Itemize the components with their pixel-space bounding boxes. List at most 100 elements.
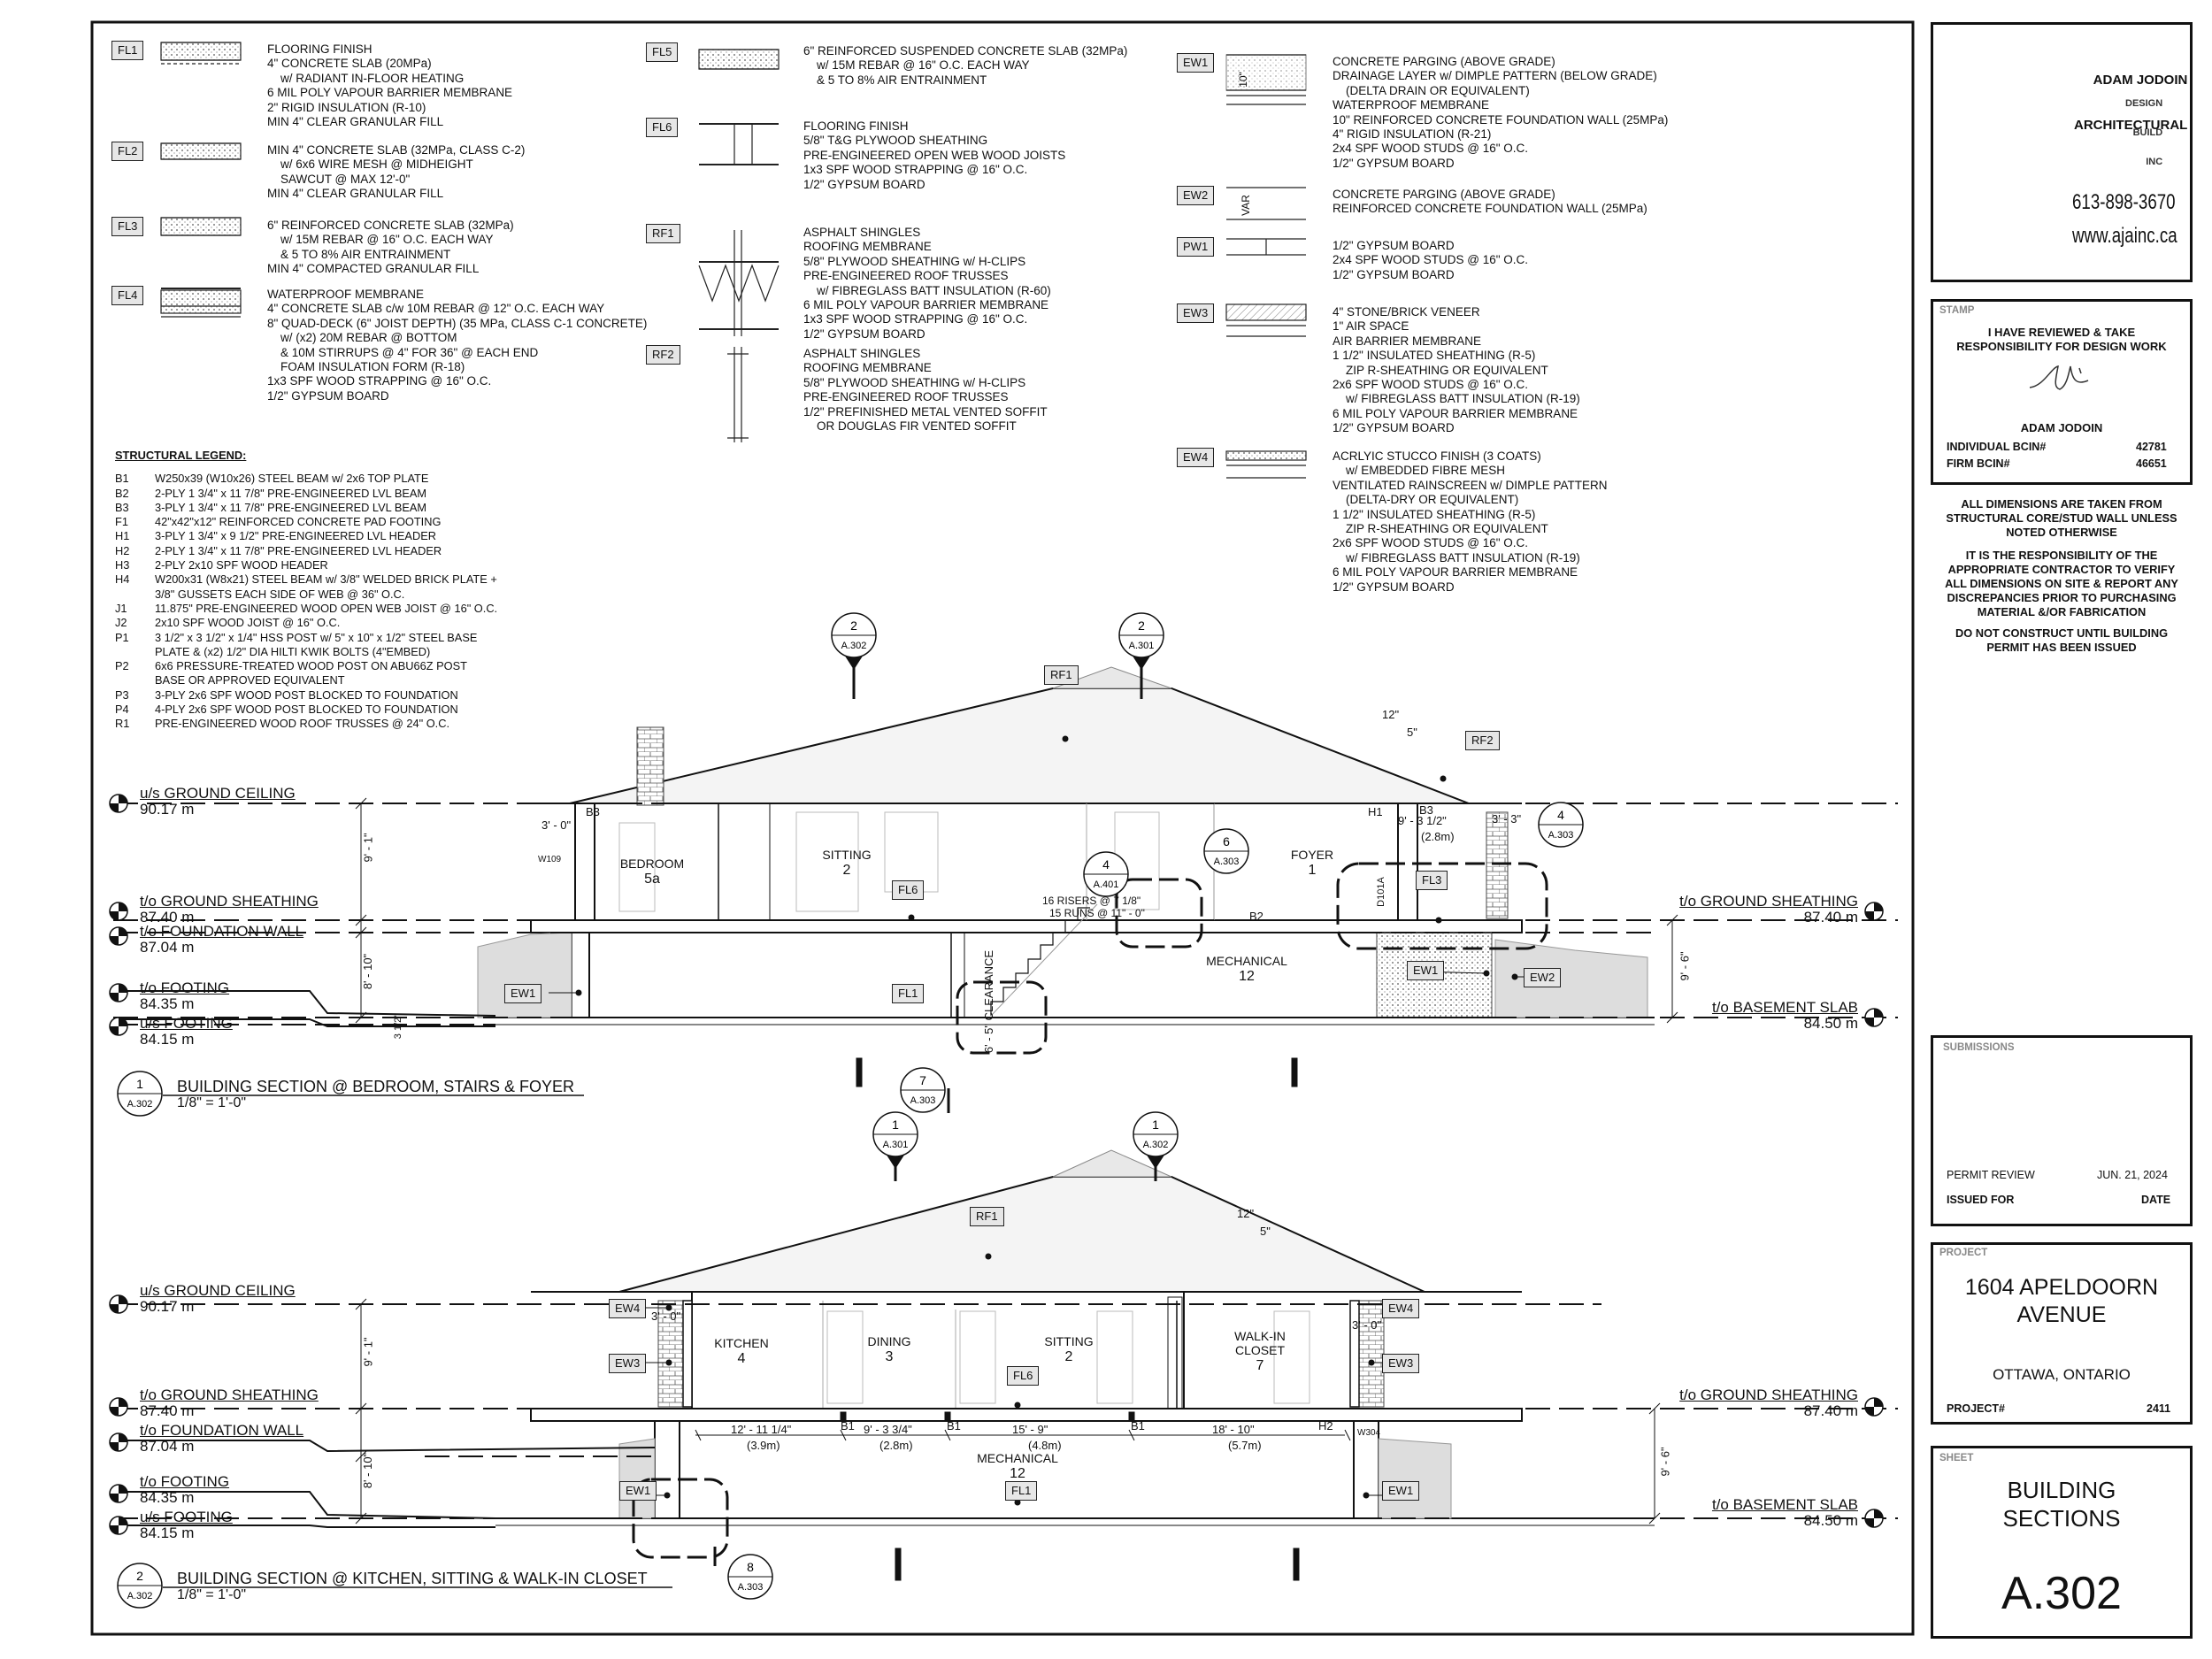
tag-fl3[interactable]: FL3 — [1416, 871, 1448, 890]
assembly-line: MIN 4" CLEAR GRANULAR FILL — [267, 115, 444, 129]
assembly-line: 2x6 SPF WOOD STUDS @ 16" O.C. — [1333, 378, 1529, 392]
callout-sheet: A.303 — [738, 1582, 764, 1593]
drawing-border — [90, 20, 1915, 1636]
assembly-tag-ew4[interactable]: EW4 — [1177, 448, 1215, 467]
level-target-fill — [110, 795, 127, 812]
assembly-tag-fl1[interactable]: FL1 — [111, 41, 144, 60]
room-number: 4 — [737, 1351, 746, 1366]
dim-lower-1: 8' - 10" — [361, 953, 375, 990]
assembly-line: (DELTA-DRY OR EQUIVALENT) — [1333, 493, 1519, 507]
project-number-label: PROJECT# — [1947, 1402, 2005, 1415]
stamp-name: ADAM JODOIN — [2020, 421, 2103, 434]
tag-fl1-2[interactable]: FL1 — [1005, 1481, 1038, 1501]
general-note-2: IT IS THE RESPONSIBILITY OF THE APPROPRI… — [1945, 549, 2178, 618]
level-target-fill — [110, 1517, 127, 1534]
assembly-note-fl5: 6" REINFORCED SUSPENDED CONCRETE SLAB (3… — [803, 44, 1127, 88]
tag-rf1[interactable]: RF1 — [1044, 665, 1079, 685]
level-value-2-footing_bottom: 84.15 m — [140, 1525, 195, 1541]
tag-ew4-right[interactable]: EW4 — [1382, 1299, 1420, 1318]
dim-right-offset-2: 3' - 0" — [1352, 1318, 1382, 1332]
dim-right-offset-1: 3' - 3" — [1492, 812, 1522, 826]
dim-clearance: 6' - 5" CLEARANCE — [982, 949, 996, 1054]
firm-website: www.ajainc.ca — [2072, 224, 2177, 248]
legend-code: H1 — [115, 529, 130, 543]
tag-ew1-b[interactable]: EW1 — [1407, 961, 1445, 980]
tag-ew1-right[interactable]: EW1 — [1382, 1481, 1420, 1501]
tag-fl1[interactable]: FL1 — [892, 984, 925, 1003]
callout-number: 6 — [1223, 834, 1230, 849]
tag-fl6-2[interactable]: FL6 — [1007, 1366, 1040, 1386]
issued-for-label: ISSUED FOR — [1947, 1194, 2015, 1206]
legend-code: H4 — [115, 572, 130, 587]
callout-number: 4 — [1102, 857, 1110, 872]
tag-ew3-left[interactable]: EW3 — [609, 1354, 647, 1373]
level-label-2-footing_bottom: u/s FOOTING — [140, 1509, 233, 1525]
assembly-line: 1/2" GYPSUM BOARD — [1333, 421, 1455, 435]
section-callout-1-a302[interactable]: 1A.302 — [1133, 1111, 1179, 1169]
tag-fl6[interactable]: FL6 — [892, 880, 925, 900]
room-name: KITCHEN — [714, 1336, 769, 1350]
span-dim-ft: 15' - 9" — [1012, 1423, 1048, 1436]
assembly-tag-fl3[interactable]: FL3 — [111, 217, 144, 236]
assembly-line: 5/8" PLYWOOD SHEATHING w/ H-CLIPS — [803, 254, 1026, 268]
assembly-tag-fl2[interactable]: FL2 — [111, 142, 144, 161]
tag-rf1-2[interactable]: RF1 — [970, 1207, 1004, 1226]
dim-left-offset-2: 3' - 0" — [651, 1310, 681, 1323]
legend-code: J2 — [115, 616, 127, 630]
detail-callout-7-a303[interactable]: 7A.303 — [900, 1067, 946, 1113]
assembly-line: 1 1/2" INSULATED SHEATHING (R-5) — [1333, 507, 1536, 521]
assembly-line: w/ FIBREGLASS BATT INSULATION (R-19) — [1333, 550, 1580, 565]
general-note-1: ALL DIMENSIONS ARE TAKEN FROM STRUCTURAL… — [1946, 497, 2177, 539]
section-callout-1-a301[interactable]: 1A.301 — [872, 1111, 918, 1169]
assembly-tag-rf2[interactable]: RF2 — [646, 345, 680, 365]
assembly-line: 10" REINFORCED CONCRETE FOUNDATION WALL … — [1333, 112, 1669, 127]
assembly-line: 2x4 SPF WOOD STUDS @ 16" O.C. — [1333, 253, 1529, 267]
section-title-bubble-1[interactable]: 1A.302 — [117, 1071, 163, 1117]
firm-subtitle-line-1: DESIGN — [2125, 98, 2163, 109]
tag-rf2[interactable]: RF2 — [1465, 731, 1500, 750]
section-1-roof — [569, 687, 1470, 804]
level-label-basement-slab: t/o BASEMENT SLAB — [1711, 999, 1858, 1016]
assembly-line: MIN 4" CLEAR GRANULAR FILL — [267, 187, 444, 201]
section-title-bubble-2[interactable]: 2A.302 — [117, 1563, 163, 1609]
tag-ew1-left[interactable]: EW1 — [619, 1481, 657, 1501]
tag-ew1[interactable]: EW1 — [504, 984, 542, 1003]
callout-number: 7 — [919, 1073, 926, 1087]
assembly-tag-fl5[interactable]: FL5 — [646, 42, 679, 62]
assembly-line: ASPHALT SHINGLES — [803, 347, 921, 360]
detail-callout-6-a303[interactable]: 6A.303 — [1203, 828, 1249, 874]
assembly-tag-ew1[interactable]: EW1 — [1177, 53, 1215, 73]
project-label: PROJECT — [1939, 1248, 1988, 1258]
room-name: MECHANICAL — [977, 1451, 1058, 1465]
tag-ew3-right[interactable]: EW3 — [1382, 1354, 1420, 1373]
legend-text: 3-PLY 2x6 SPF WOOD POST BLOCKED TO FOUND… — [155, 687, 458, 702]
window-tag-w304: W304 — [1357, 1428, 1381, 1438]
detail-callout-8-a303[interactable]: 8A.303 — [727, 1554, 773, 1600]
detail-callout-4-a401[interactable]: 4A.401 — [1083, 851, 1129, 897]
assembly-tag-ew2[interactable]: EW2 — [1177, 186, 1215, 205]
submission-desc[interactable]: PERMIT REVIEW — [1947, 1169, 2035, 1181]
legend-text: 6x6 PRESSURE-TREATED WOOD POST ON ABU66Z… — [155, 659, 467, 687]
callout-sheet: A.303 — [1214, 856, 1240, 867]
tag-ew2[interactable]: EW2 — [1524, 968, 1562, 987]
assembly-tag-ew3[interactable]: EW3 — [1177, 303, 1215, 323]
roof-pitch-rise: 5" — [1407, 726, 1417, 739]
section-callout-2-a302[interactable]: 2A.302 — [831, 612, 877, 670]
assembly-tag-pw1[interactable]: PW1 — [1177, 237, 1215, 257]
signature-icon — [2029, 365, 2089, 390]
assembly-tag-fl6[interactable]: FL6 — [646, 118, 679, 137]
callout-number: 8 — [747, 1560, 754, 1574]
assembly-line: 8" QUAD-DECK (6" JOIST DEPTH) (35 MPa, C… — [267, 316, 648, 330]
section-callout-2-a301[interactable]: 2A.301 — [1118, 612, 1164, 670]
assembly-tag-fl4[interactable]: FL4 — [111, 286, 144, 305]
tag-ew4-left[interactable]: EW4 — [609, 1299, 647, 1318]
assembly-tag-rf1[interactable]: RF1 — [646, 224, 680, 243]
header-h1: H1 — [1368, 805, 1383, 818]
assembly-line: 1 1/2" INSULATED SHEATHING (R-5) — [1333, 349, 1536, 363]
detail-callout-4-a303[interactable]: 4A.303 — [1538, 802, 1584, 848]
level-target-fill — [110, 984, 127, 1002]
